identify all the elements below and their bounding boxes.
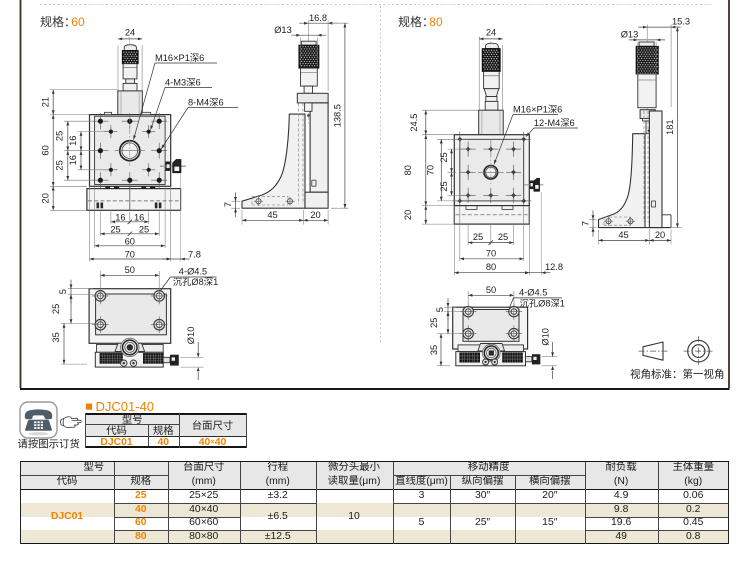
svg-text:50: 50 xyxy=(125,265,135,275)
svg-text:35: 35 xyxy=(429,345,439,355)
svg-text:25: 25 xyxy=(55,160,65,170)
svg-text:25: 25 xyxy=(473,232,483,242)
svg-text:沉孔Ø8深1: 沉孔Ø8深1 xyxy=(173,277,218,287)
svg-text:25: 25 xyxy=(110,225,120,235)
svg-text:25: 25 xyxy=(139,225,149,235)
svg-text:24.5: 24.5 xyxy=(409,114,419,132)
svg-text:16.8: 16.8 xyxy=(309,13,327,23)
svg-text:Ø10: Ø10 xyxy=(186,327,196,345)
svg-text:4-M3深6: 4-M3深6 xyxy=(165,78,201,88)
svg-text:80: 80 xyxy=(403,165,413,175)
svg-text:7: 7 xyxy=(223,202,233,207)
svg-text:Ø10: Ø10 xyxy=(540,328,550,346)
svg-text:7.8: 7.8 xyxy=(188,249,201,259)
svg-text:4-Ø4.5: 4-Ø4.5 xyxy=(519,288,547,298)
svg-text:请按图示订货: 请按图示订货 xyxy=(18,437,80,450)
svg-text:80: 80 xyxy=(429,15,443,29)
svg-text:7: 7 xyxy=(580,221,590,226)
svg-text:沉孔Ø8深1: 沉孔Ø8深1 xyxy=(520,298,565,308)
svg-text:60: 60 xyxy=(71,15,85,29)
svg-text:5: 5 xyxy=(435,307,445,312)
svg-text:25: 25 xyxy=(51,304,61,314)
svg-text:5: 5 xyxy=(58,289,68,294)
svg-text:70: 70 xyxy=(426,165,436,175)
svg-text:16: 16 xyxy=(68,155,78,165)
svg-text:20: 20 xyxy=(403,210,413,220)
svg-text:16: 16 xyxy=(68,136,78,146)
svg-text:15.3: 15.3 xyxy=(672,17,690,27)
svg-text:16: 16 xyxy=(134,213,144,223)
svg-text:25: 25 xyxy=(498,232,508,242)
svg-text:25: 25 xyxy=(439,181,449,191)
svg-text:20: 20 xyxy=(310,210,320,220)
svg-text:12.8: 12.8 xyxy=(545,262,563,272)
svg-text:16: 16 xyxy=(115,213,125,223)
svg-text:45: 45 xyxy=(267,210,277,220)
svg-text:24: 24 xyxy=(486,27,496,37)
svg-text:25: 25 xyxy=(429,318,439,328)
svg-text:181: 181 xyxy=(665,119,675,135)
svg-text:70: 70 xyxy=(125,249,135,259)
svg-text:DJC01-40: DJC01-40 xyxy=(96,399,155,414)
svg-text:规格：: 规格： xyxy=(40,14,76,29)
svg-text:规格：: 规格： xyxy=(398,14,434,29)
svg-text:12-M4深6: 12-M4深6 xyxy=(534,118,575,128)
svg-text:Ø13: Ø13 xyxy=(621,29,639,39)
svg-text:M16×P1深6: M16×P1深6 xyxy=(513,105,562,115)
svg-text:35: 35 xyxy=(51,332,61,342)
svg-text:Ø13: Ø13 xyxy=(274,25,292,35)
svg-text:45: 45 xyxy=(618,230,628,240)
svg-text:80: 80 xyxy=(486,262,496,272)
svg-text:25: 25 xyxy=(439,152,449,162)
svg-text:21: 21 xyxy=(41,97,51,107)
svg-text:20: 20 xyxy=(41,193,51,203)
svg-text:24: 24 xyxy=(125,27,135,37)
svg-text:138.5: 138.5 xyxy=(332,104,342,127)
svg-text:60: 60 xyxy=(125,237,135,247)
svg-text:25: 25 xyxy=(55,131,65,141)
svg-text:60: 60 xyxy=(41,145,51,155)
svg-text:70: 70 xyxy=(486,248,496,258)
svg-text:视角标准：第一视角: 视角标准：第一视角 xyxy=(630,368,725,381)
svg-text:M16×P1深6: M16×P1深6 xyxy=(155,53,204,63)
svg-text:8-M4深6: 8-M4深6 xyxy=(188,98,224,108)
svg-text:20: 20 xyxy=(655,230,665,240)
svg-text:50: 50 xyxy=(486,285,496,295)
svg-text:4-Ø4.5: 4-Ø4.5 xyxy=(179,267,207,277)
